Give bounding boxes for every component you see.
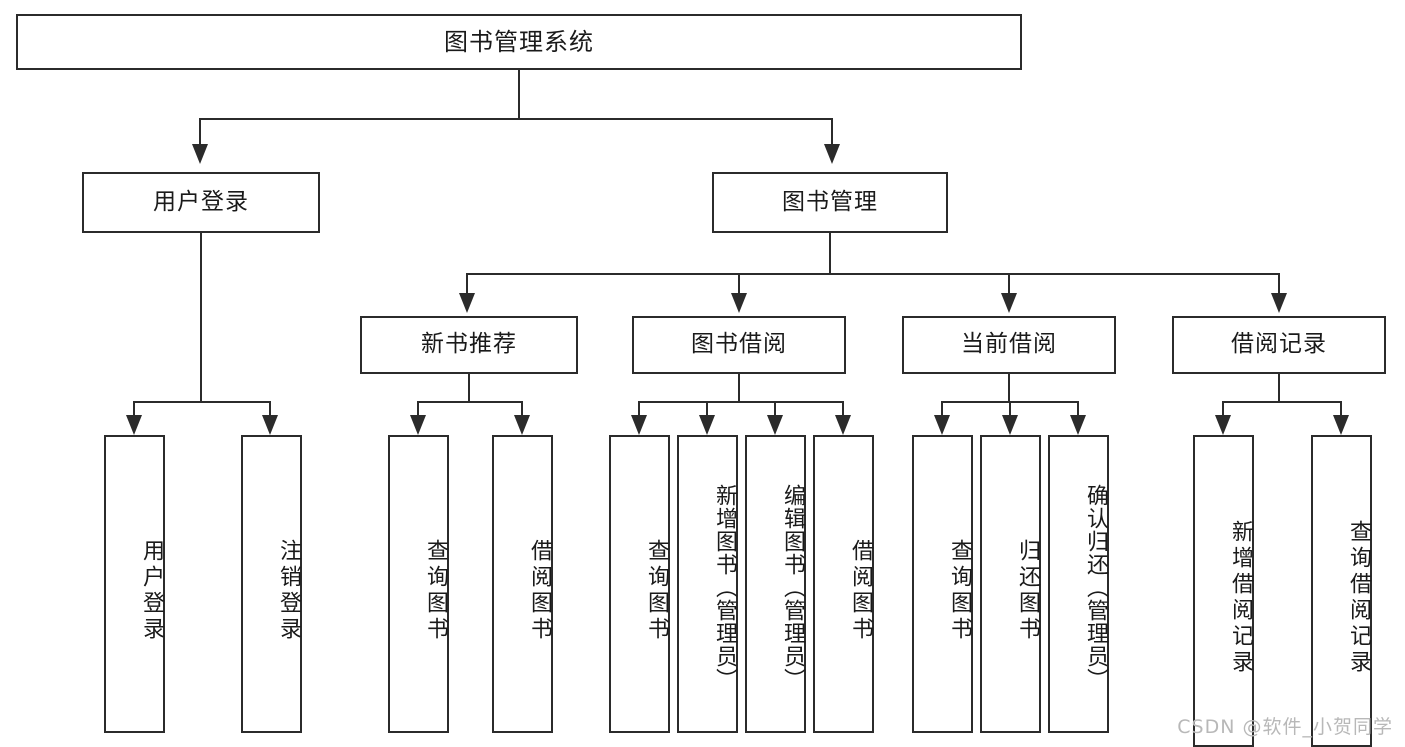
connector-drop-login-2 [269, 401, 271, 415]
node-label: 注销登录 [276, 539, 301, 643]
leaf-user-login[interactable]: 用户登录 [104, 435, 165, 733]
connector-drop-cb-1 [941, 401, 943, 415]
leaf-logout[interactable]: 注销登录 [241, 435, 302, 733]
connector-drop-bb-3 [774, 401, 776, 415]
arrow-to-nb-borrow-book [514, 415, 530, 435]
node-label: 查询图书 [644, 539, 669, 643]
connector-drop-cb-3 [1077, 401, 1079, 415]
arrow-to-leaf-user-login [126, 415, 142, 435]
arrow-to-cb-confirm-return [1070, 415, 1086, 435]
node-label: 图书借阅 [691, 331, 787, 358]
connector-borrow-record-bus [1222, 401, 1341, 403]
arrow-to-nb-query-book [410, 415, 426, 435]
connector-new-book-stem [468, 374, 470, 401]
arrow-to-book-mgmt [824, 144, 840, 164]
connector-drop-bb-4 [842, 401, 844, 415]
connector-book-borrow-stem [738, 374, 740, 401]
arrow-to-cb-return-book [1002, 415, 1018, 435]
connector-drop-login-1 [133, 401, 135, 415]
leaf-nb-borrow-book[interactable]: 借阅图书 [492, 435, 553, 733]
node-label: 用户登录 [139, 539, 164, 643]
node-label: 借阅记录 [1231, 331, 1327, 358]
arrow-to-bb-borrow-book [835, 415, 851, 435]
leaf-bb-add-book-admin[interactable]: 新增图书（管理员） [677, 435, 738, 733]
connector-book-borrow-bus [638, 401, 842, 403]
connector-root-bus [199, 118, 833, 120]
node-label: 查询图书 [423, 539, 448, 643]
connector-drop-br-2 [1340, 401, 1342, 415]
arrow-to-new-book-recommend [459, 293, 475, 313]
node-label: 借阅图书 [527, 539, 552, 643]
node-label: 新增图书（管理员） [712, 483, 737, 691]
node-label: 借阅图书 [848, 539, 873, 643]
connector-user-login-stem [200, 233, 202, 401]
node-label: 确认归还（管理员） [1083, 483, 1108, 691]
leaf-cb-return-book[interactable]: 归还图书 [980, 435, 1041, 733]
node-book-borrow[interactable]: 图书借阅 [632, 316, 846, 374]
connector-drop-nb-2 [521, 401, 523, 415]
node-borrow-record[interactable]: 借阅记录 [1172, 316, 1386, 374]
arrow-to-bb-add-book [699, 415, 715, 435]
leaf-nb-query-book[interactable]: 查询图书 [388, 435, 449, 733]
connector-new-book-bus [417, 401, 523, 403]
connector-drop-bb-1 [638, 401, 640, 415]
arrow-to-leaf-logout [262, 415, 278, 435]
arrow-to-book-borrow [731, 293, 747, 313]
node-label: 查询借阅记录 [1346, 520, 1371, 676]
node-new-book-recommend[interactable]: 新书推荐 [360, 316, 578, 374]
leaf-bb-borrow-book[interactable]: 借阅图书 [813, 435, 874, 733]
arrow-to-current-borrow [1001, 293, 1017, 313]
connector-drop-book-mgmt [831, 118, 833, 144]
node-user-login[interactable]: 用户登录 [82, 172, 320, 233]
connector-drop-current-borrow [1008, 273, 1010, 293]
node-label: 图书管理 [782, 188, 878, 215]
node-label: 归还图书 [1015, 539, 1040, 643]
connector-drop-bb-2 [706, 401, 708, 415]
node-root-system[interactable]: 图书管理系统 [16, 14, 1022, 70]
arrow-to-cb-query-book [934, 415, 950, 435]
node-label: 新增借阅记录 [1228, 520, 1253, 676]
connector-user-login-bus [133, 401, 270, 403]
node-label: 图书管理系统 [444, 27, 594, 56]
connector-drop-borrow-record [1278, 273, 1280, 293]
arrow-to-borrow-record [1271, 293, 1287, 313]
leaf-br-query-record[interactable]: 查询借阅记录 [1311, 435, 1372, 747]
node-label: 用户登录 [153, 188, 249, 215]
node-label: 编辑图书（管理员） [780, 483, 805, 691]
connector-drop-new-book [466, 273, 468, 293]
leaf-cb-query-book[interactable]: 查询图书 [912, 435, 973, 733]
connector-current-borrow-stem [1008, 374, 1010, 401]
connector-drop-br-1 [1222, 401, 1224, 415]
node-label: 查询图书 [947, 539, 972, 643]
arrow-to-bb-query-book [631, 415, 647, 435]
node-book-management[interactable]: 图书管理 [712, 172, 948, 233]
arrow-to-br-add-record [1215, 415, 1231, 435]
leaf-cb-confirm-return-admin[interactable]: 确认归还（管理员） [1048, 435, 1109, 733]
connector-book-mgmt-stem [829, 233, 831, 273]
node-label: 当前借阅 [961, 331, 1057, 358]
connector-book-mgmt-bus [466, 273, 1280, 275]
connector-borrow-record-stem [1278, 374, 1280, 401]
node-current-borrow[interactable]: 当前借阅 [902, 316, 1116, 374]
connector-drop-cb-2 [1009, 401, 1011, 415]
arrow-to-br-query-record [1333, 415, 1349, 435]
leaf-bb-edit-book-admin[interactable]: 编辑图书（管理员） [745, 435, 806, 733]
leaf-bb-query-book[interactable]: 查询图书 [609, 435, 670, 733]
connector-root-stem [518, 70, 520, 118]
leaf-br-add-record[interactable]: 新增借阅记录 [1193, 435, 1254, 747]
connector-drop-nb-1 [417, 401, 419, 415]
arrow-to-bb-edit-book [767, 415, 783, 435]
arrow-to-user-login [192, 144, 208, 164]
connector-drop-book-borrow [738, 273, 740, 293]
node-label: 新书推荐 [421, 331, 517, 358]
connector-drop-user-login [199, 118, 201, 144]
